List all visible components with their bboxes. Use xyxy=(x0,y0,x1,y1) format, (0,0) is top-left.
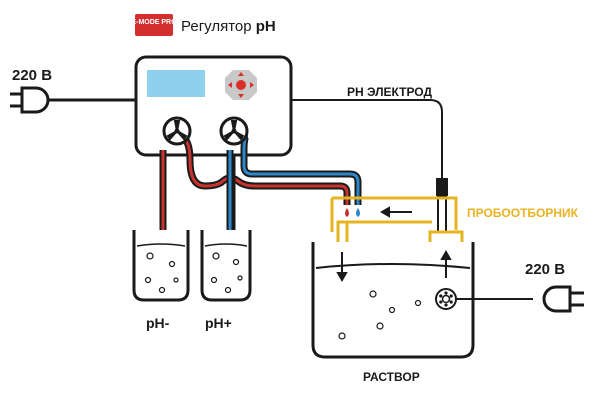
ph-electrode xyxy=(436,178,448,233)
arrow-up-icon xyxy=(440,249,452,278)
power-label-left: 220 В xyxy=(12,67,52,84)
keypad xyxy=(225,70,257,100)
container-ph-plus xyxy=(200,230,252,302)
electrode-cable xyxy=(291,99,443,178)
container-minus-label: pH- xyxy=(146,315,170,331)
logo: E-MODE PRO xyxy=(131,14,177,36)
drop-icon xyxy=(345,208,349,217)
sampler-label: ПРОБООТБОРНИК xyxy=(467,206,579,220)
power-label-right: 220 В xyxy=(525,261,565,278)
arrow-down-icon xyxy=(336,252,348,283)
pump-icon xyxy=(219,116,249,146)
power-plug-icon xyxy=(10,86,136,114)
drop-icon xyxy=(356,208,360,217)
solution-label: РАСТВОР xyxy=(363,370,420,384)
solution-tank xyxy=(311,242,475,359)
pump-icon xyxy=(162,116,192,146)
arrow-left-icon xyxy=(379,206,412,218)
power-plug-icon xyxy=(542,285,584,313)
regulator-screen xyxy=(147,70,205,97)
page-title: Регулятор pH xyxy=(181,18,276,35)
ph-electrode-label: PH ЭЛЕКТРОД xyxy=(347,85,432,99)
logo-text: E-MODE PRO xyxy=(131,19,177,26)
keypad-ok-button xyxy=(236,80,246,90)
container-ph-minus xyxy=(132,230,190,302)
circulation-pump-icon xyxy=(435,288,457,310)
container-plus-label: pH+ xyxy=(205,315,232,331)
